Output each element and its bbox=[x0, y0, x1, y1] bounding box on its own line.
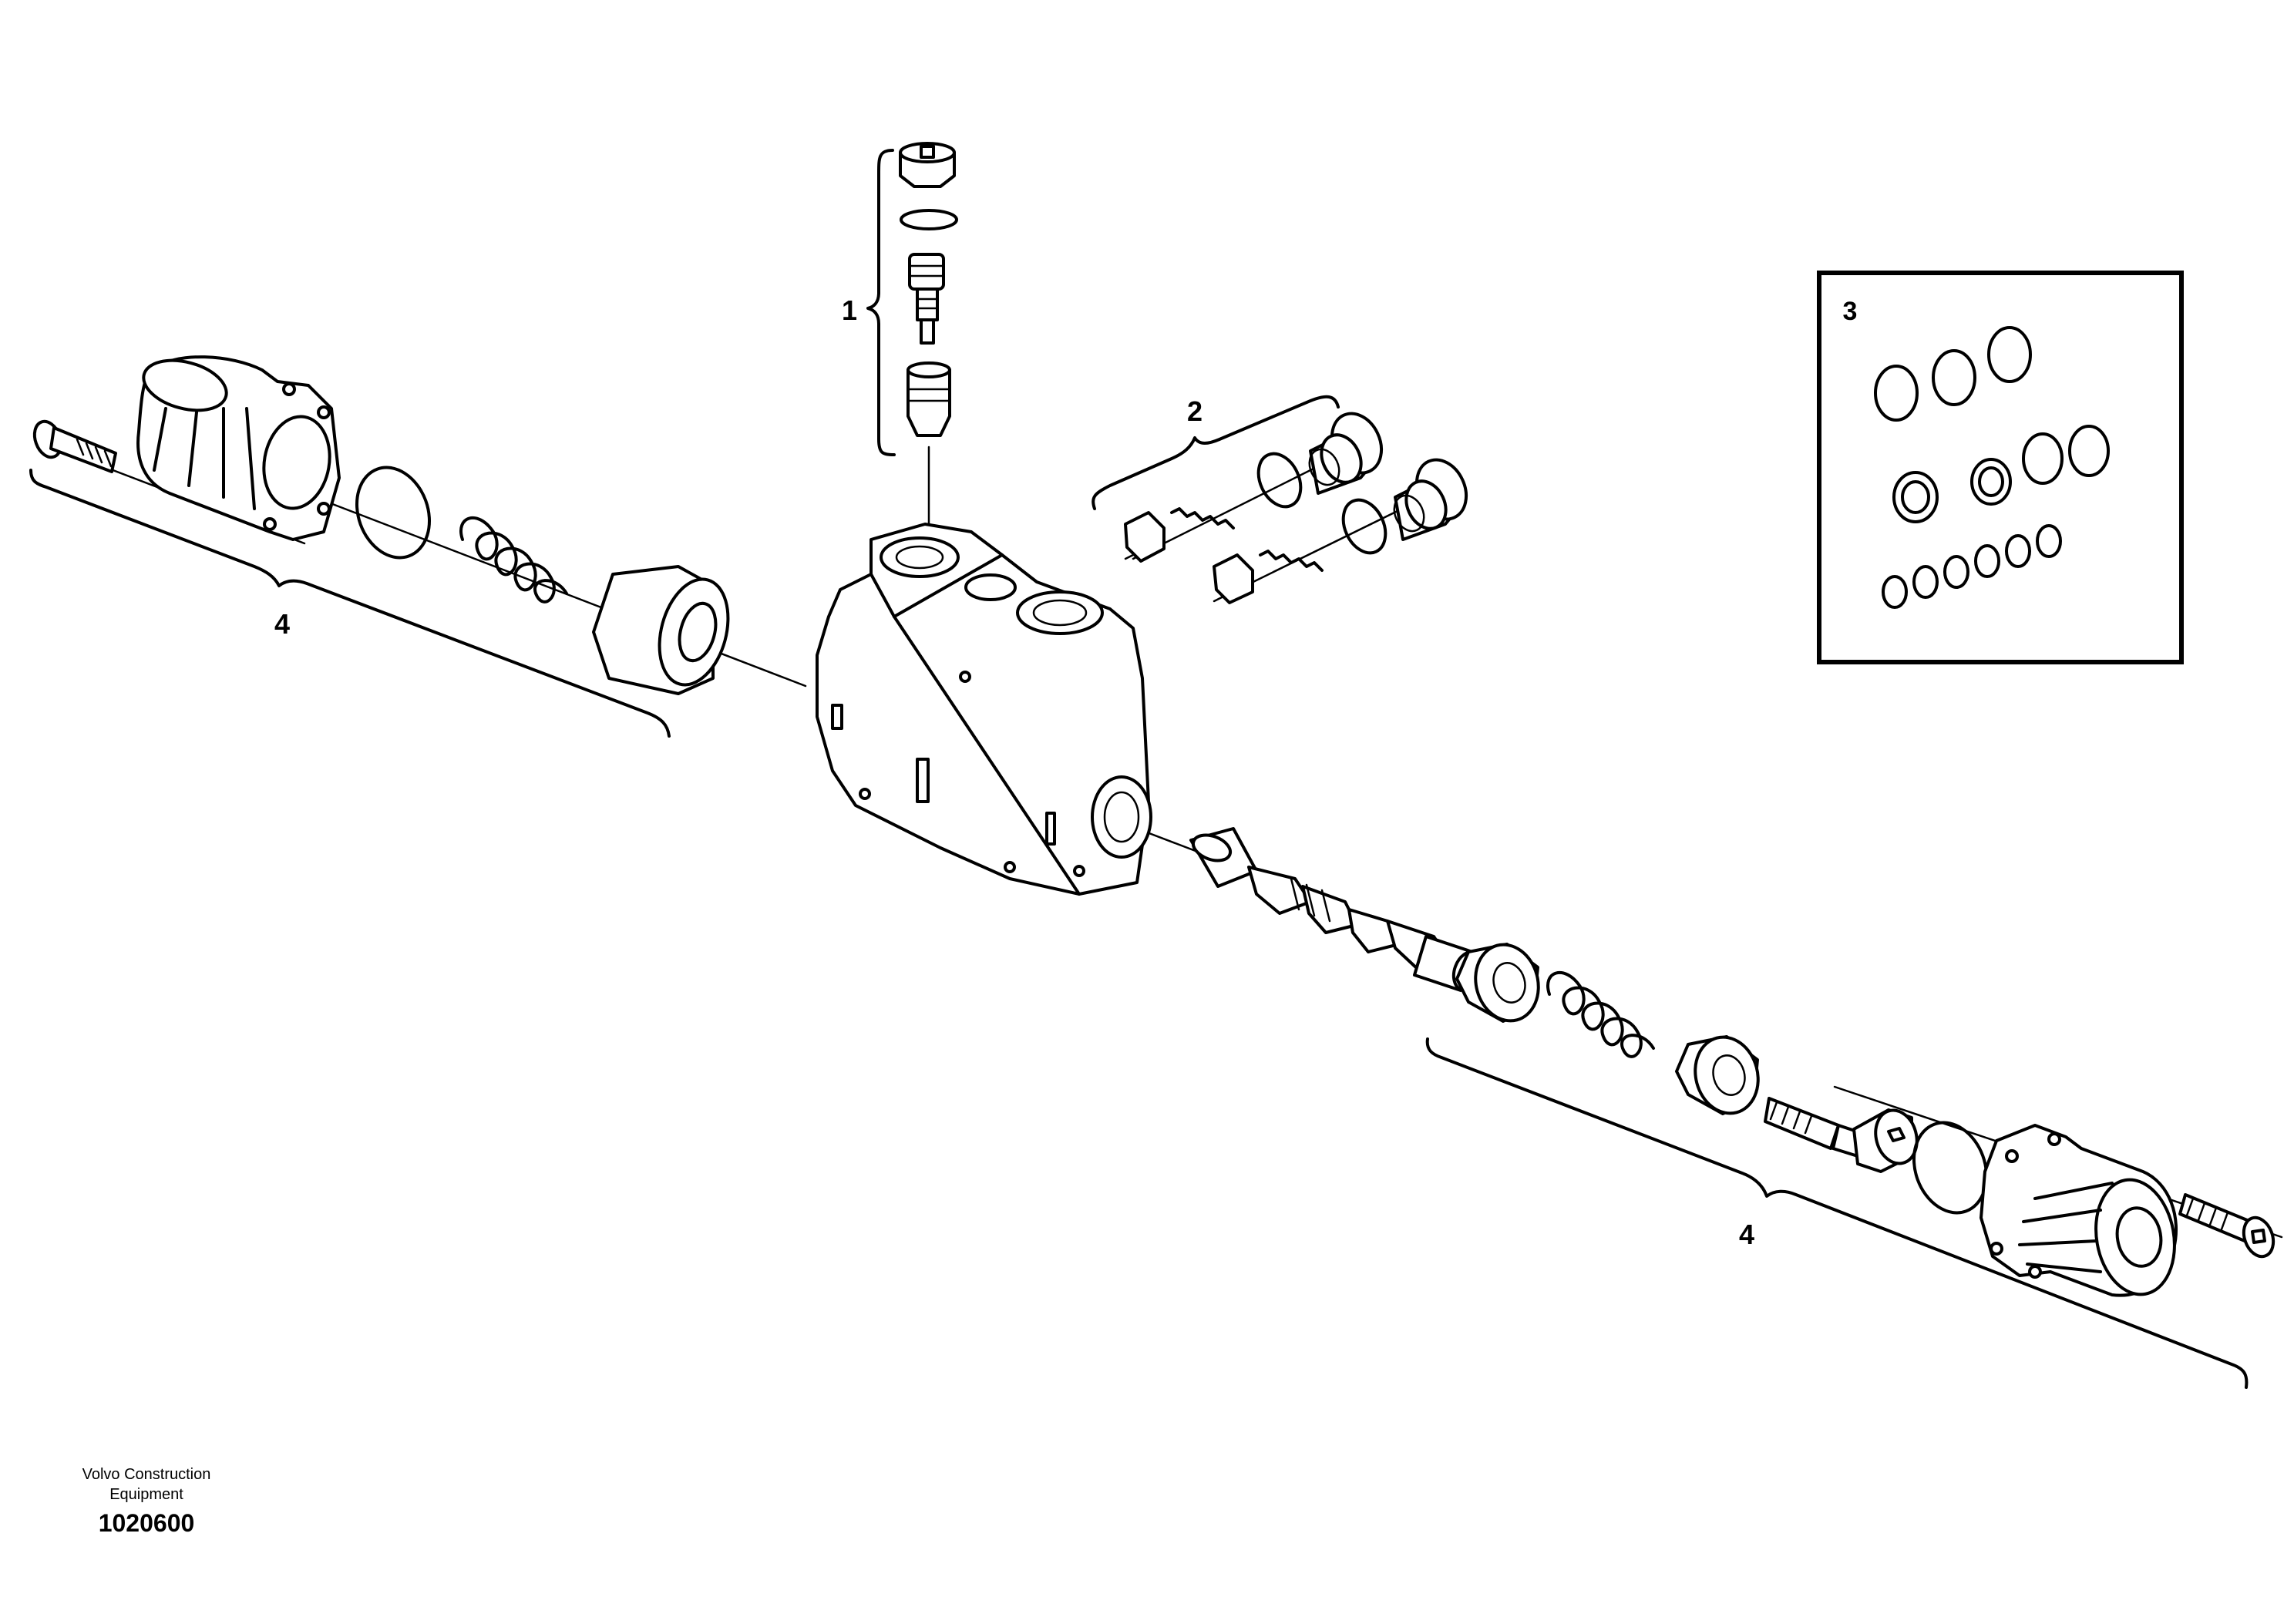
publisher-caption: Volvo Construction Equipment bbox=[82, 1466, 211, 1503]
callout-2: 2 bbox=[1187, 395, 1202, 427]
bracket-1 bbox=[866, 149, 896, 456]
bracket-2 bbox=[1092, 395, 1340, 510]
spring-seat-front bbox=[1455, 943, 1540, 1023]
right-spring bbox=[1546, 970, 1655, 1058]
stopper-bolt bbox=[1764, 1097, 1863, 1158]
right-end-cap bbox=[1980, 1124, 2178, 1297]
left-spring bbox=[459, 516, 568, 604]
bracket-4-right bbox=[1425, 1037, 2249, 1389]
relief-valve-lower bbox=[1213, 458, 1468, 604]
main-spool bbox=[1189, 827, 1485, 993]
spring-seat-rear bbox=[1675, 1035, 1760, 1115]
right-bolt bbox=[2178, 1193, 2276, 1259]
stopper-sleeve bbox=[1852, 1108, 1919, 1173]
seal-kit-frame bbox=[1817, 271, 2184, 664]
right-o-ring bbox=[1912, 1121, 1989, 1215]
bracket-4-left bbox=[29, 469, 671, 738]
left-bolt bbox=[32, 419, 117, 473]
callout-4-left: 4 bbox=[274, 608, 290, 640]
valve-body bbox=[816, 523, 1152, 896]
left-o-ring bbox=[355, 466, 432, 560]
relief-valve-upper bbox=[1124, 412, 1384, 563]
callout-1: 1 bbox=[842, 294, 857, 326]
seal-kit-rings bbox=[1874, 326, 2110, 609]
top-cartridge-assembly bbox=[899, 142, 958, 437]
left-end-cap bbox=[136, 355, 341, 541]
figure-number: 1020600 bbox=[98, 1509, 195, 1537]
callout-3: 3 bbox=[1843, 297, 1858, 326]
left-sleeve bbox=[592, 565, 730, 695]
callout-4-right: 4 bbox=[1739, 1219, 1754, 1250]
